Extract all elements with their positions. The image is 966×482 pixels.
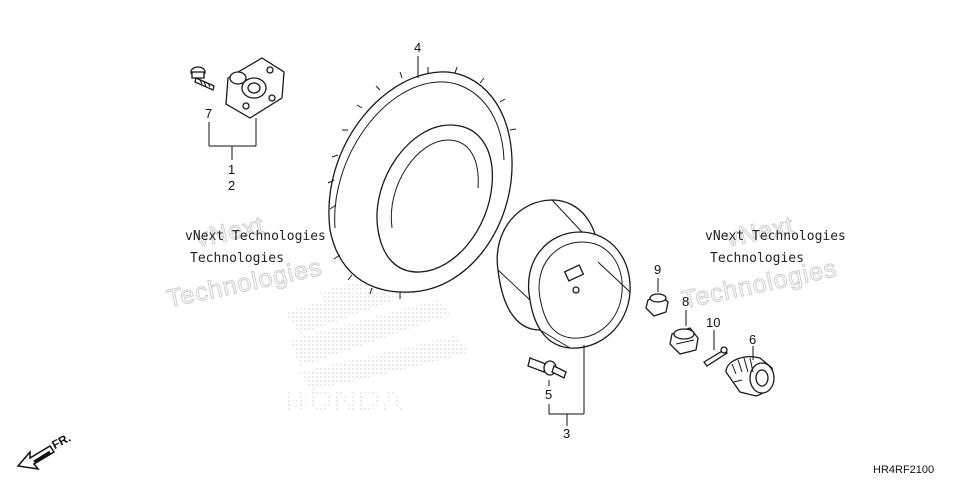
watermark-small-right-1: vNext Technologies [705,229,846,244]
wheel-hub-part[interactable] [225,57,285,119]
diagram-code: HR4RF2100 [873,464,934,476]
callout-6: 6 [749,332,756,347]
callout-8: 8 [682,294,689,309]
castle-nut-part[interactable] [669,327,699,355]
watermark-small-left-1: vNext Technologies [185,229,326,244]
watermark-left: vNext Technologies vNext Technologies Te… [164,211,326,314]
callout-1: 1 [228,162,235,177]
watermark-small-right-2: Technologies [710,251,804,266]
cotter-pin-part[interactable] [703,346,729,367]
callout-10: 10 [706,315,720,330]
front-direction-arrow-icon [16,444,56,471]
axle-spacer-part[interactable] [645,293,669,317]
wheel-rim-part[interactable] [496,199,631,349]
leader-lines [208,56,754,426]
callout-9: 9 [654,262,661,277]
valve-stem-part[interactable] [527,357,567,379]
hub-cap-part[interactable] [725,356,775,397]
callout-4: 4 [414,40,421,55]
callout-5: 5 [545,387,552,402]
front-direction-label: FR. [49,431,73,452]
honda-logo-text: HONDA [285,384,405,417]
callout-7: 7 [205,106,212,121]
watermark-small-left-2: Technologies [190,251,284,266]
callout-3: 3 [563,426,570,441]
watermark-right: vNext Technologies vNext Technologies Te… [679,211,846,315]
callout-2: 2 [228,178,235,193]
hub-bolt-part[interactable] [190,66,215,91]
tire-part[interactable] [327,66,517,299]
